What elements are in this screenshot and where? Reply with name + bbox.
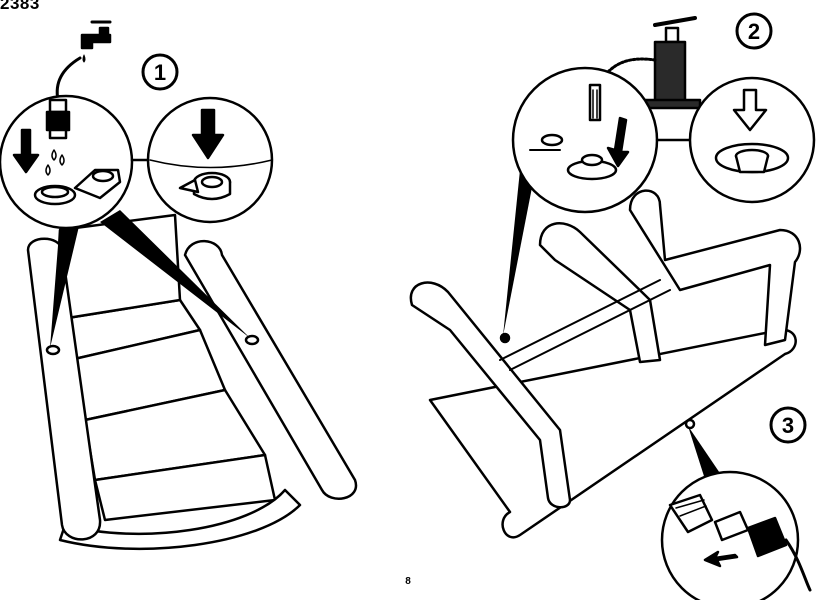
step-number-3: 3 bbox=[782, 413, 794, 438]
magnifier-close-valve bbox=[690, 78, 814, 202]
steps-pool-illustration bbox=[28, 210, 356, 549]
magnifier-inflate-valve bbox=[513, 68, 657, 212]
magnifier-closed-valve bbox=[148, 98, 272, 222]
hose-line bbox=[57, 58, 80, 100]
step-number-2: 2 bbox=[748, 19, 760, 44]
magnifier-fill-valve bbox=[0, 96, 132, 228]
page-number: 8 bbox=[0, 576, 816, 587]
step-number-1: 1 bbox=[154, 60, 166, 85]
model-number: 2383 bbox=[0, 0, 40, 14]
faucet-icon bbox=[82, 22, 110, 62]
